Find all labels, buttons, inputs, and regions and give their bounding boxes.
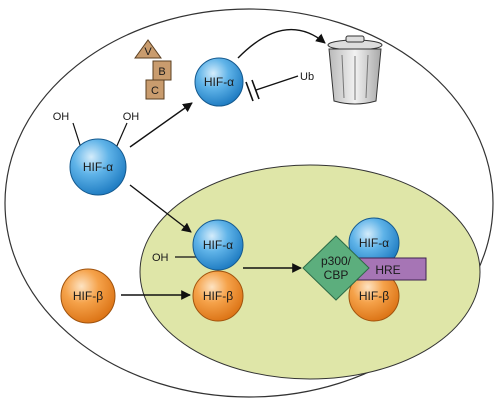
ub-label: Ub: [300, 71, 314, 83]
oh-label-right: OH: [123, 111, 140, 123]
hif-beta-cytoplasm: HIF-β: [60, 268, 116, 324]
svg-text:HIF-α: HIF-α: [359, 236, 389, 250]
ub-inhibition-line: [255, 75, 299, 91]
vhl-c-block: [145, 79, 165, 100]
vbc-complex: V B C: [134, 39, 172, 100]
svg-text:HIF-β: HIF-β: [359, 289, 389, 303]
vhl-v-label: V: [144, 46, 152, 58]
vhl-b-label: B: [158, 66, 165, 78]
svg-text:HIF-β: HIF-β: [73, 289, 103, 303]
ub-inhibition-bar: [251, 79, 260, 100]
svg-text:HRE: HRE: [375, 263, 400, 277]
ub-inhibition-bar-2: [245, 81, 254, 102]
arrow-to-nucleus: [129, 184, 192, 233]
svg-text:HIF-α: HIF-α: [203, 238, 233, 252]
svg-text:CBP: CBP: [324, 268, 349, 282]
hif-beta-nucleus: HIF-β: [192, 270, 244, 322]
svg-text:HIF-β: HIF-β: [203, 289, 233, 303]
arrow-to-degradation: [129, 102, 193, 148]
degradation-arrow: [237, 29, 326, 59]
vhl-v-block: [134, 39, 162, 59]
hif-alpha-complex: HIF-α: [348, 217, 400, 269]
svg-text:HIF-α: HIF-α: [204, 75, 234, 89]
hre-box: HRE: [350, 257, 427, 281]
p300-cbp-diamond: p300/ CBP: [302, 235, 370, 301]
svg-text:HIF-α: HIF-α: [83, 160, 113, 174]
hif-alpha-vbc-bound: HIF-α: [194, 57, 244, 107]
svg-text:p300/: p300/: [321, 254, 352, 268]
oh-label-left: OH: [53, 111, 70, 123]
oh-label-nucleus: OH: [152, 252, 169, 264]
vhl-c-label: C: [151, 85, 159, 97]
hif-alpha-hydroxylated: HIF-α: [69, 138, 127, 196]
oh-bond-right: [115, 122, 128, 149]
hif-alpha-nucleus: HIF-α: [192, 219, 244, 271]
trash-can-icon: [327, 35, 383, 105]
oh-bond-left: [72, 122, 82, 149]
